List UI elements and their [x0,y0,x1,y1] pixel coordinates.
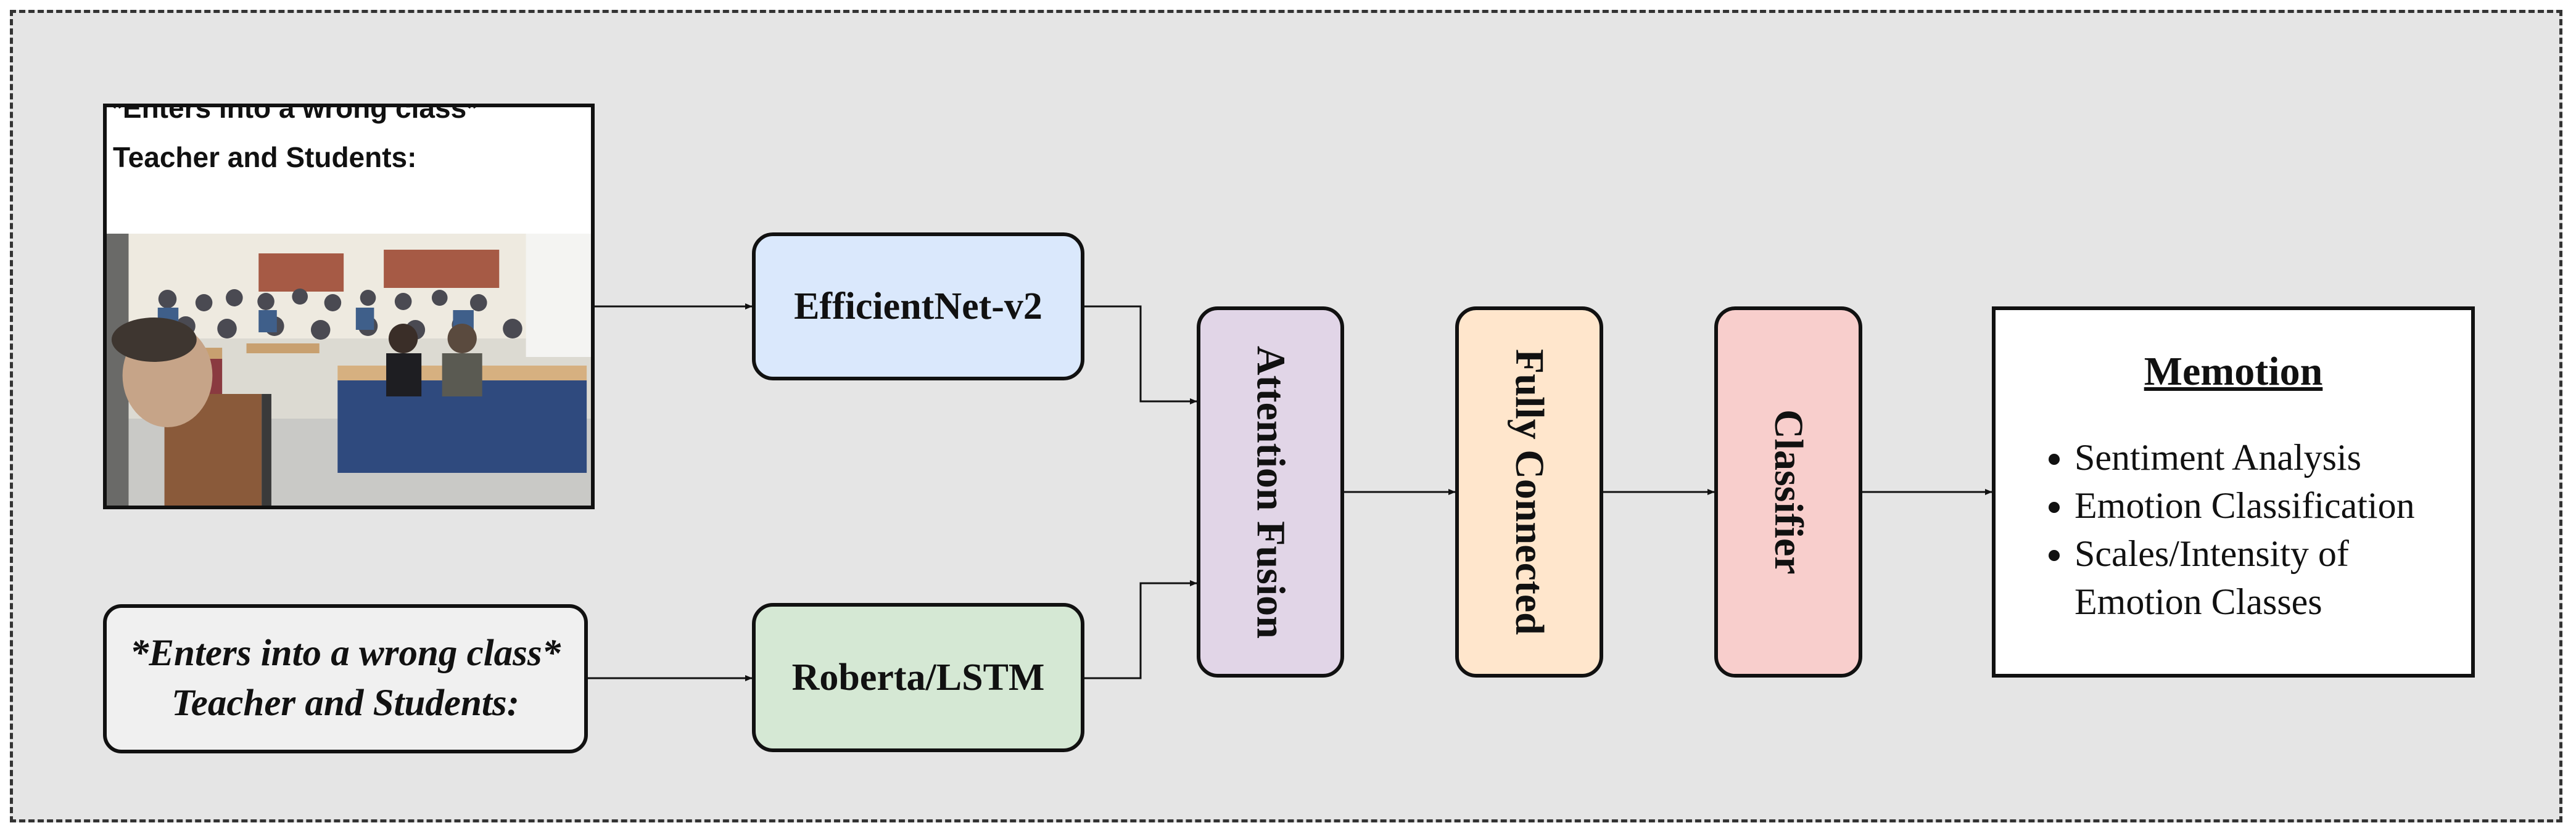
classifier-box: Classifier [1714,306,1862,678]
classroom-photo [107,234,591,506]
fully-connected-label: Fully Connected [1507,349,1552,635]
arrow-efficientnet-to-fusion [1084,305,1197,404]
output-task-item: Sentiment Analysis [2074,433,2482,482]
attention-fusion-box: Attention Fusion [1197,306,1344,678]
text-encoder-box: Roberta/LSTM [752,603,1084,752]
arrow-roberta-to-fusion [1084,580,1197,679]
output-task-item: Emotion Classification [2074,482,2482,530]
text-input-line-1: *Enters into a wrong class* [130,633,561,674]
output-title: Memotion [2144,349,2323,394]
meme-text-input: *Enters into a wrong class* Teacher and … [103,604,588,753]
image-encoder-label: EfficientNet-v2 [794,285,1042,327]
classifier-label: Classifier [1766,409,1811,575]
meme-caption-line-2: Teacher and Students: [113,141,417,173]
meme-caption-strip: *Enters into a wrong class* Teacher and … [107,107,591,234]
memotion-output-box: Memotion Sentiment Analysis Emotion Clas… [1992,306,2475,678]
image-encoder-box: EfficientNet-v2 [752,232,1084,380]
meme-image: *Enters into a wrong class* Teacher and … [103,104,595,509]
text-input-line-2: Teacher and Students: [171,682,519,724]
output-task-item: Scales/Intensity of Emotion Classes [2074,530,2482,626]
text-encoder-label: Roberta/LSTM [791,656,1045,699]
fully-connected-box: Fully Connected [1455,306,1603,678]
meme-caption-line-1: *Enters into a wrong class* [112,107,478,124]
attention-fusion-label: Attention Fusion [1248,345,1294,639]
output-task-list: Sentiment Analysis Emotion Classificatio… [2035,433,2482,626]
